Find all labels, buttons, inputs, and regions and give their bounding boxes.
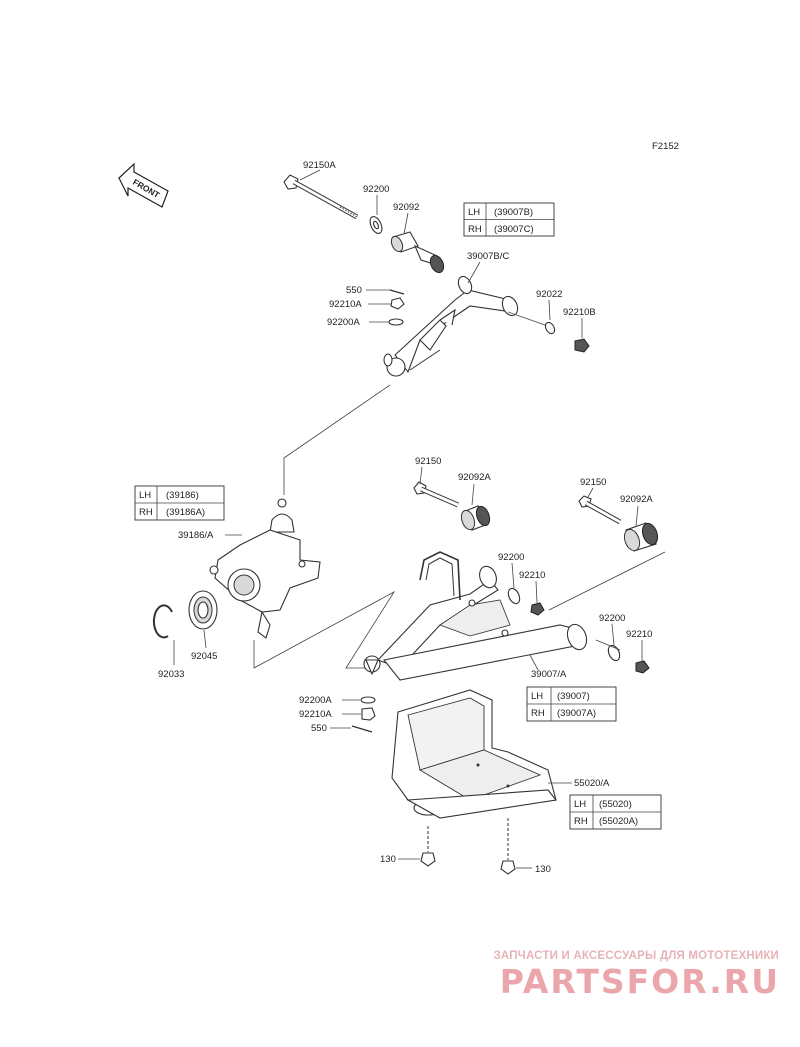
table-guard: LH (55020) RH (55020A)	[569, 794, 662, 830]
label-92150-right: 92150	[580, 477, 606, 488]
nut-92210B	[574, 338, 590, 353]
label-92200A-top: 92200A	[327, 317, 360, 328]
nut-92210-mid	[530, 602, 545, 616]
label-92200-top: 92200	[363, 184, 389, 195]
cotter-pin-550-bot	[351, 725, 373, 733]
nut-92210A-bot	[361, 707, 376, 721]
guard-lh-label: LH	[574, 799, 586, 810]
bolt-130-left	[420, 826, 436, 867]
circlip-92033	[152, 604, 173, 639]
label-92200A-bot: 92200A	[299, 695, 332, 706]
bearing-92045	[188, 590, 218, 630]
washer-92022	[544, 321, 556, 335]
bushing-92092A-right	[623, 522, 659, 552]
lower-arm-39007A	[363, 551, 588, 681]
label-92210B: 92210B	[563, 307, 596, 318]
guard-lh-value: (55020)	[599, 799, 632, 810]
label-92150A: 92150A	[303, 160, 336, 171]
washer-92200-mid	[507, 587, 521, 605]
guard-rh-label: RH	[574, 816, 588, 827]
washer-92200A-top	[388, 318, 404, 326]
knuckle-lh-label: LH	[139, 490, 151, 501]
label-92022: 92022	[536, 289, 562, 300]
washer-92200A-bot	[360, 696, 376, 704]
lower-lh-value: (39007)	[557, 691, 590, 702]
nut-92210-right	[635, 660, 650, 674]
label-39007A: 39007/A	[531, 669, 567, 680]
upper-rh-value: (39007C)	[494, 224, 534, 235]
upper-arm-39007BC	[383, 275, 519, 377]
table-knuckle: LH (39186) RH (39186A)	[134, 485, 225, 521]
label-92150-mid: 92150	[415, 456, 441, 467]
lower-rh-value: (39007A)	[557, 708, 596, 719]
label-92092A-mid: 92092A	[458, 472, 491, 483]
lower-lh-label: LH	[531, 691, 543, 702]
lower-rh-label: RH	[531, 708, 545, 719]
label-130-right: 130	[535, 864, 551, 875]
bolt-92150A	[283, 174, 359, 220]
label-39007BC: 39007B/C	[467, 251, 509, 262]
label-92210A-top: 92210A	[329, 299, 362, 310]
guard-rh-value: (55020A)	[599, 816, 638, 827]
upper-lh-label: LH	[468, 207, 480, 218]
bushing-92092A-mid	[460, 505, 491, 531]
watermark-tagline: ЗАПЧАСТИ И АКСЕССУАРЫ ДЛЯ МОТОТЕХНИКИ	[493, 950, 779, 962]
washer-92200-top	[369, 216, 383, 234]
bolt-92150-right	[578, 495, 622, 525]
upper-lh-value: (39007B)	[494, 207, 533, 218]
knuckle-rh-value: (39186A)	[166, 507, 205, 518]
label-39186A: 39186/A	[178, 530, 214, 541]
label-92210A-bot: 92210A	[299, 709, 332, 720]
label-92210-mid: 92210	[519, 570, 545, 581]
label-130-left: 130	[380, 854, 396, 865]
washer-92200-right	[607, 644, 621, 662]
watermark-logo: PARTSFOR.RU	[499, 962, 780, 1001]
table-lower-arm: LH (39007) RH (39007A)	[526, 686, 617, 722]
front-direction-arrow: FRONT	[118, 162, 169, 208]
bolt-92150-mid	[413, 481, 459, 508]
upper-rh-label: RH	[468, 224, 482, 235]
cotter-pin-550-top	[389, 289, 405, 295]
label-550-bot: 550	[311, 723, 327, 734]
guard-55020A	[391, 689, 558, 819]
bushing-92092	[390, 231, 445, 274]
label-55020A: 55020/A	[574, 778, 610, 789]
label-92200-right: 92200	[599, 613, 625, 624]
label-92200-mid: 92200	[498, 552, 524, 563]
label-92092: 92092	[393, 202, 419, 213]
label-92045: 92045	[191, 651, 217, 662]
bolt-130-right	[500, 818, 516, 875]
label-92092A-right: 92092A	[620, 494, 653, 505]
label-550-top: 550	[346, 285, 362, 296]
knuckle-rh-label: RH	[139, 507, 153, 518]
knuckle-39186A	[209, 498, 321, 639]
label-92033: 92033	[158, 669, 184, 680]
label-92210-right: 92210	[626, 629, 652, 640]
table-upper-arm: LH (39007B) RH (39007C)	[463, 202, 555, 237]
knuckle-lh-value: (39186)	[166, 490, 199, 501]
figure-code: F2152	[652, 141, 679, 152]
nut-92210A-top	[390, 297, 405, 310]
